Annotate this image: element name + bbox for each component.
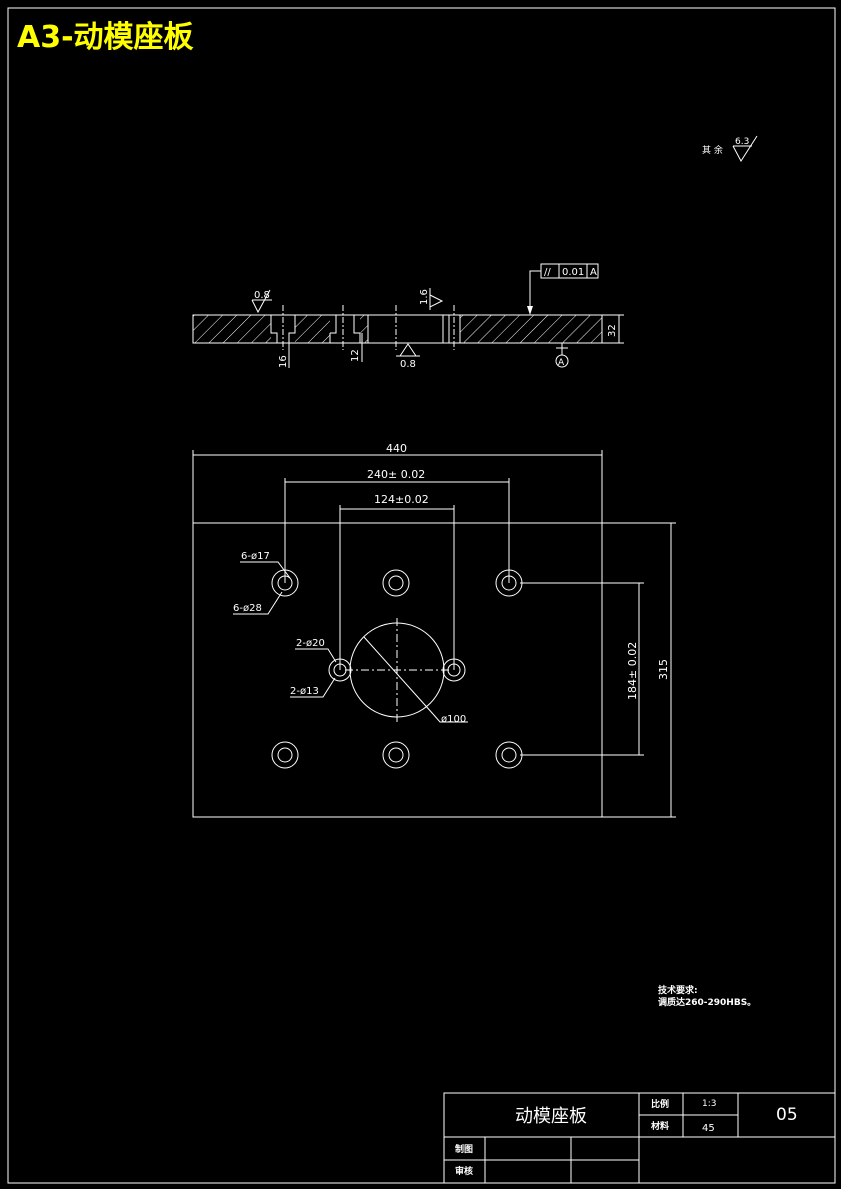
material-label: 材料 [650,1120,669,1132]
general-roughness-note: 其 余 6.3 [702,135,758,162]
section-roughness-center: 1.6 [419,289,430,305]
section-roughness-top-left: 0.8 [254,290,270,301]
roughness-note-label: 其 余 [702,144,723,156]
callout-pin-cbore: 2-ø20 [296,638,325,649]
section-roughness-bottom: 0.8 [400,359,416,370]
datum-a-symbol: A [555,343,569,368]
parallelism-symbol: // [544,267,551,278]
scale-label: 比例 [651,1098,669,1110]
bolt-hole [382,569,410,597]
checked-label: 审核 [455,1165,473,1177]
callout-center-bore: ø100 [441,714,466,725]
callout-pin-hole: 2-ø13 [290,686,319,697]
bolt-hole [495,569,523,597]
parallelism-tolerance-frame: // 0.01 A [527,263,599,315]
plan-view: 440 240± 0.02 124±0.02 184± 0.02 315 [192,442,676,818]
dim-height: 315 [657,659,670,680]
dim-thickness: 32 [607,324,618,337]
datum-label: A [558,358,565,368]
dim-pitch-y: 184± 0.02 [626,642,639,700]
section-view: 0.8 1.6 0.8 // 0.01 A A [192,263,624,370]
roughness-note-value: 6.3 [735,137,749,147]
bolt-hole [382,741,410,769]
plate-outline [192,522,603,818]
dim-inner-x: 124±0.02 [374,493,429,506]
scale-value: 1:3 [702,1099,716,1109]
tech-req-text: 调质达260-290HBS。 [658,996,756,1008]
sheet-border [7,7,836,1184]
bolt-hole [495,741,523,769]
callout-bolt-cbore: 6-ø28 [233,603,262,614]
drawing-title: A3-动模座板 [17,20,194,55]
callout-bolt-hole: 6-ø17 [241,551,270,562]
dim-counterbore-2: 12 [350,349,361,362]
bolt-hole [271,741,299,769]
bolt-hole [271,569,299,597]
parallelism-tolerance: 0.01 [562,267,584,278]
drawn-label: 制图 [455,1143,473,1155]
material-value: 45 [702,1123,715,1134]
drawing-number: 05 [776,1105,798,1125]
tech-req-heading: 技术要求: [658,984,698,996]
dim-pitch-x: 240± 0.02 [367,468,425,481]
dim-counterbore-1: 16 [278,355,289,368]
part-name: 动模座板 [515,1106,587,1127]
title-block: 动模座板 比例 1:3 材料 45 05 制图 审核 [443,1092,836,1184]
technical-requirements: 技术要求: 调质达260-290HBS。 [658,984,756,1008]
parallelism-datum: A [590,267,597,278]
dim-width: 440 [386,442,407,455]
